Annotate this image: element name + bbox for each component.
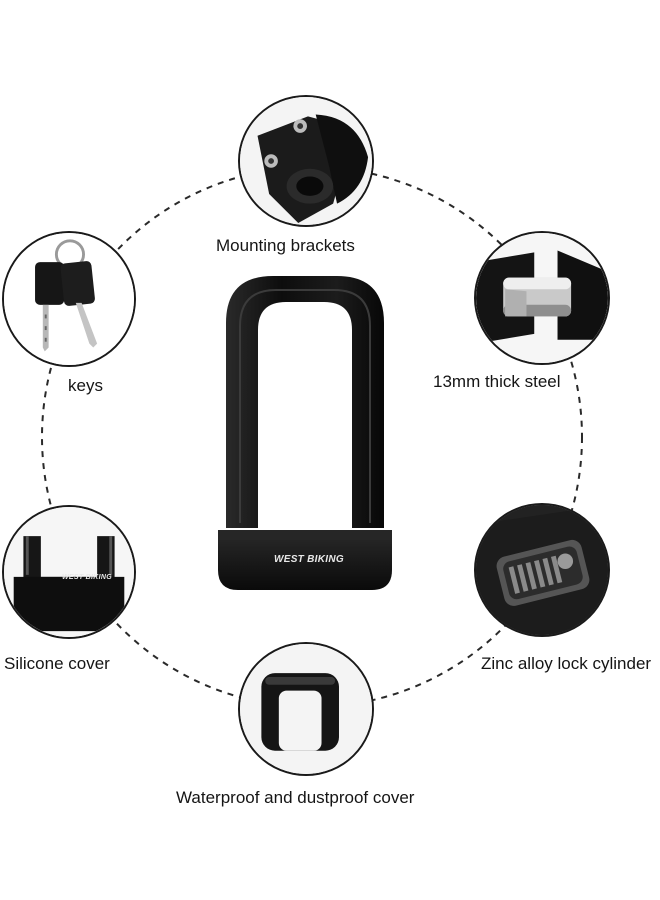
steel-shackle-icon bbox=[476, 233, 608, 363]
lock-cylinder-bubble bbox=[474, 503, 610, 637]
u-lock-image: WEST BIKING bbox=[206, 268, 402, 598]
steel-shackle-bubble bbox=[474, 231, 610, 365]
brand-logo: WEST BIKING bbox=[274, 554, 344, 565]
silicone-cover-bubble: WEST BIKING bbox=[2, 505, 136, 639]
feature-label-silicone-cover: Silicone cover bbox=[4, 654, 110, 673]
cover-brand-logo: WEST BIKING bbox=[62, 574, 112, 581]
keys-bubble bbox=[2, 231, 136, 367]
keys-icon bbox=[4, 233, 134, 365]
feature-label-lock-cylinder: Zinc alloy lock cylinder bbox=[481, 654, 652, 673]
dust-cover-icon bbox=[240, 644, 372, 774]
feature-label-mounting-brackets: Mounting brackets bbox=[216, 236, 355, 255]
dust-cover-bubble bbox=[238, 642, 374, 776]
mounting-bracket-icon bbox=[240, 97, 372, 225]
feature-label-keys: keys bbox=[68, 376, 103, 395]
feature-label-thick-steel: 13mm thick steel bbox=[433, 372, 561, 391]
mounting-bracket-bubble bbox=[238, 95, 374, 227]
feature-label-dust-cover: Waterproof and dustproof cover bbox=[176, 788, 415, 807]
lock-cylinder-icon bbox=[476, 505, 608, 635]
silicone-cover-icon bbox=[4, 507, 134, 637]
